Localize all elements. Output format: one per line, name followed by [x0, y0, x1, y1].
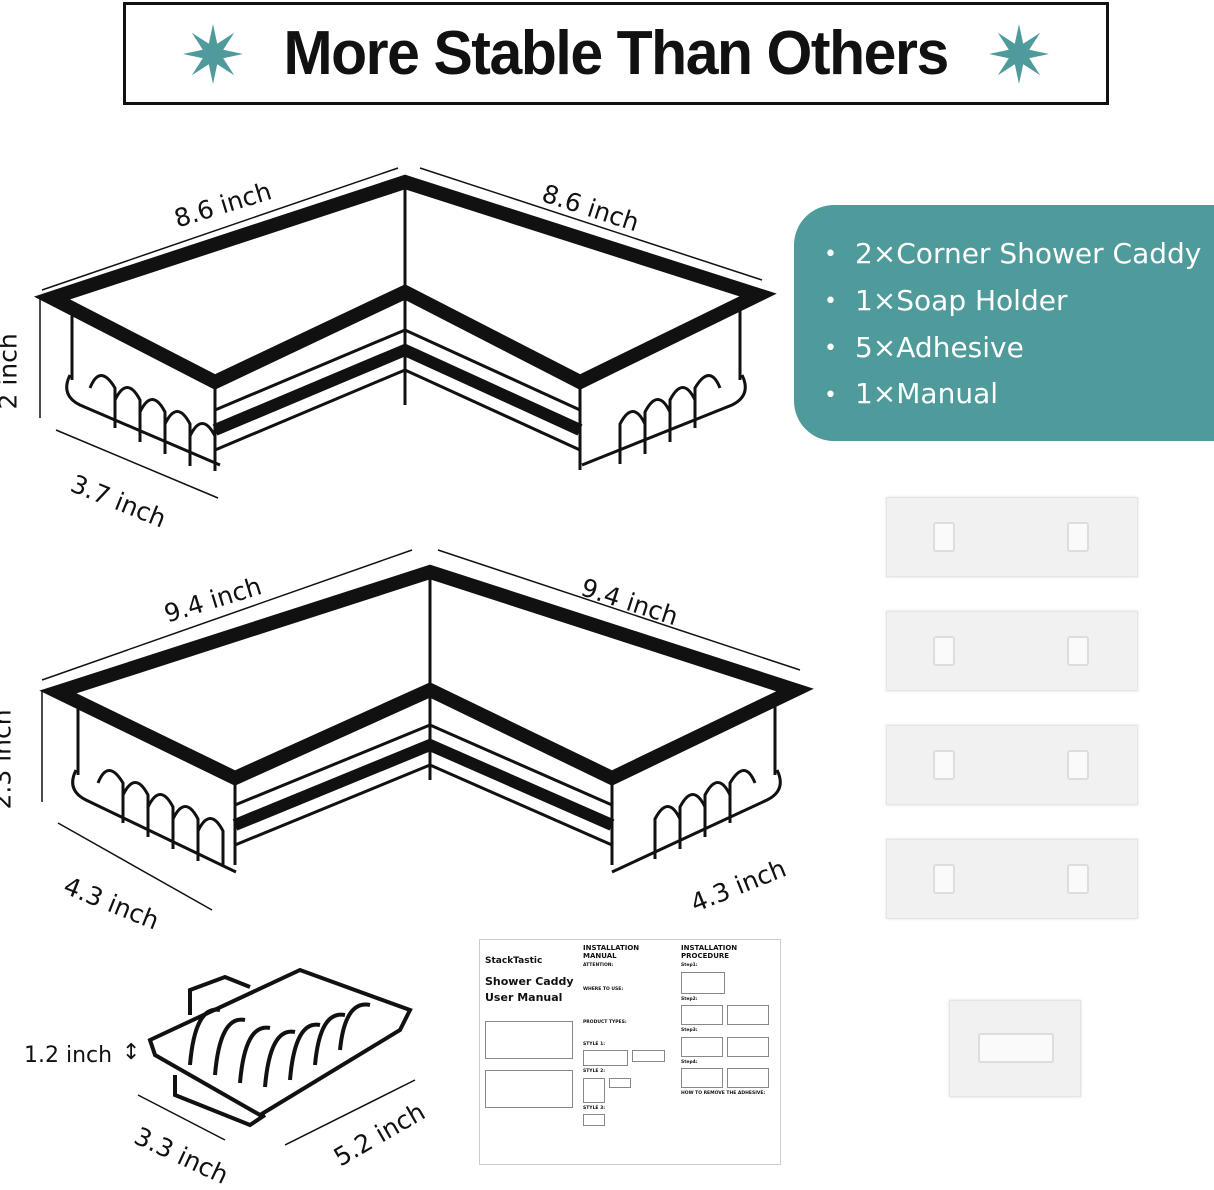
contents-item: 5×Adhesive: [824, 325, 1214, 372]
corner-caddy-xl-illustration: [39, 549, 814, 911]
manual-section: WHERE TO USE:: [583, 986, 624, 992]
star-icon: [183, 23, 244, 84]
manual-section: STYLE 2:: [583, 1069, 606, 1074]
step-diagram: [681, 1005, 723, 1025]
hook-icon: [1067, 522, 1089, 552]
hook-icon: [1067, 750, 1089, 780]
user-manual-thumbnail: StackTastic Shower Caddy User Manual INS…: [479, 939, 781, 1165]
adhesive-strip: [886, 611, 1138, 691]
package-contents-panel: 2×Corner Shower Caddy 1×Soap Holder 5×Ad…: [794, 205, 1214, 441]
manual-step: Step2:: [681, 996, 698, 1002]
manual-step: Step1:: [681, 963, 698, 968]
step-diagram: [681, 971, 725, 994]
dim-label: 1.2 inch: [24, 1043, 113, 1068]
hook-icon: [933, 522, 955, 552]
hook-icon: [933, 864, 955, 894]
manual-title: User Manual: [485, 991, 563, 1004]
adhesive-strip: [886, 725, 1138, 805]
contents-item: 1×Soap Holder: [824, 278, 1214, 325]
manual-section: STYLE 3:: [583, 1105, 606, 1111]
manual-title: Shower Caddy: [485, 975, 574, 988]
dim-label: 2 inch: [0, 333, 23, 409]
style-diagram: [583, 1077, 605, 1103]
hook-icon: [1067, 864, 1089, 894]
star-icon: [988, 23, 1049, 84]
style-diagram: [609, 1077, 631, 1088]
style-diagram: [583, 1114, 605, 1126]
hook-icon: [1067, 636, 1089, 666]
title-text: More Stable Than Others: [283, 19, 950, 88]
caddy-diagram: [485, 1021, 573, 1059]
manual-procedure-column: INSTALLATION PROCEDURE Step1: Step2: Ste…: [681, 944, 773, 1160]
step-diagram: [681, 1036, 723, 1057]
manual-brand: StackTastic: [485, 956, 543, 966]
step-diagram: [727, 1068, 769, 1088]
style-diagram: [583, 1050, 628, 1066]
soap-holder-adhesive: [949, 1000, 1081, 1097]
contents-item: 2×Corner Shower Caddy: [824, 231, 1214, 278]
step-diagram: [727, 1005, 769, 1025]
adhesive-strip: [886, 839, 1138, 919]
step-diagram: [727, 1036, 769, 1057]
title-banner: More Stable Than Others: [123, 2, 1109, 105]
manual-installation-column: INSTALLATION MANUAL ATTENTION: WHERE TO …: [583, 944, 675, 1160]
corner-caddy-large-illustration: [33, 167, 777, 499]
manual-step: Step4:: [681, 1059, 698, 1065]
step-diagram: [681, 1068, 723, 1088]
manual-heading: INSTALLATION PROCEDURE: [681, 944, 738, 960]
manual-section: ATTENTION:: [583, 963, 614, 968]
manual-cover-column: StackTastic Shower Caddy User Manual: [485, 944, 577, 1160]
style-diagram: [632, 1050, 665, 1062]
height-arrow-icon: ↕: [122, 1040, 141, 1065]
hook-icon: [933, 636, 955, 666]
adhesive-strip: [886, 497, 1138, 577]
contents-item: 1×Manual: [824, 371, 1214, 418]
hook-icon: [933, 750, 955, 780]
dim-label: 2.3 inch: [0, 709, 17, 810]
manual-heading: INSTALLATION MANUAL: [583, 944, 640, 960]
soap-holder-illustration: [137, 967, 416, 1146]
manual-section: PRODUCT TYPES:: [583, 1020, 627, 1025]
caddy-diagram: [485, 1070, 573, 1108]
manual-step: Step3:: [681, 1028, 698, 1033]
manual-step: HOW TO REMOVE THE ADHESIVE:: [681, 1091, 766, 1096]
hook-icon: [978, 1033, 1054, 1063]
manual-section: STYLE 1:: [583, 1041, 606, 1047]
